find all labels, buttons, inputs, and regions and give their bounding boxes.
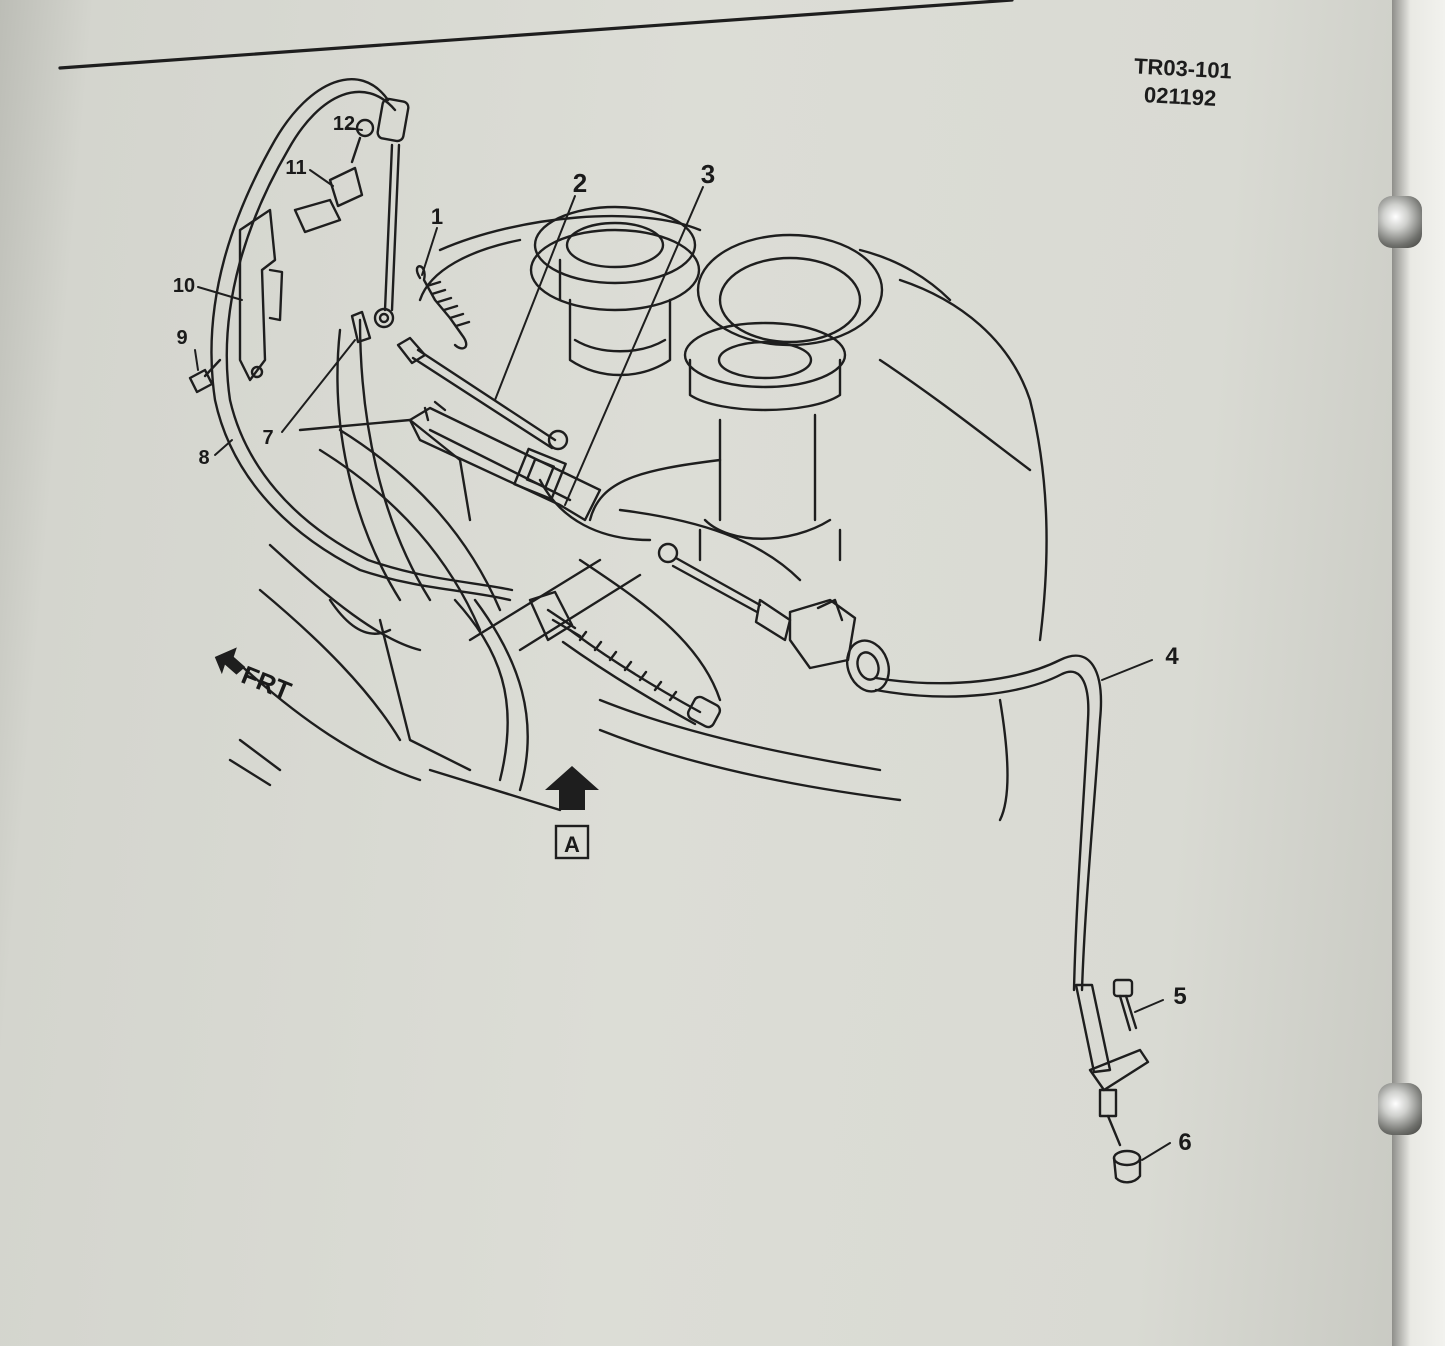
callout-10: 10 (173, 275, 195, 297)
callout-4: 4 (1165, 643, 1179, 670)
rear-cable (874, 654, 1103, 992)
cable-adjuster (528, 590, 722, 729)
front-cable (210, 77, 514, 602)
pedal-bracket (238, 208, 277, 382)
front-cable-eyelet (373, 307, 395, 329)
body-structure (228, 214, 1048, 822)
filler-neck-left (529, 205, 701, 377)
front-direction-marker: FRT (214, 647, 296, 707)
svg-text:FRT: FRT (237, 660, 295, 707)
leader-lines (194, 127, 1171, 1161)
callout-labels: 1 2 3 4 5 6 7 8 9 10 11 12 (173, 113, 1192, 1156)
equalizer-rod (396, 336, 569, 451)
callout-11: 11 (285, 157, 306, 179)
rear-cable-tip (1098, 1088, 1118, 1118)
callout-1: 1 (431, 204, 443, 229)
callout-9: 9 (176, 327, 187, 349)
filler-neck-right (683, 233, 884, 562)
svg-text:A: A (564, 832, 580, 857)
return-spring (415, 265, 471, 350)
bolt-9 (188, 368, 214, 394)
callout-3: 3 (701, 159, 715, 189)
front-cable-rod (383, 143, 394, 312)
rear-cable-end (1074, 983, 1112, 1074)
binder-ring-bottom (1378, 1083, 1422, 1135)
rear-cable-connector (657, 542, 890, 693)
clip-7 (350, 310, 372, 344)
binder-ring-top (1378, 196, 1422, 248)
callout-5: 5 (1173, 983, 1186, 1010)
view-a-marker: A (545, 766, 599, 860)
equalizer-bracket (408, 400, 602, 522)
bolt-5 (1112, 978, 1138, 1032)
callout-8: 8 (198, 447, 209, 469)
retainer-6 (1112, 1149, 1142, 1184)
bolt-12 (355, 118, 375, 138)
callout-6: 6 (1178, 1129, 1191, 1156)
callout-2: 2 (573, 168, 587, 198)
callout-7: 7 (262, 427, 273, 449)
switch-11 (328, 166, 364, 208)
front-cable-end-fitting (376, 97, 410, 143)
callout-12: 12 (333, 113, 355, 135)
rear-bracket (1088, 1048, 1150, 1092)
header-rule (58, 0, 1014, 70)
